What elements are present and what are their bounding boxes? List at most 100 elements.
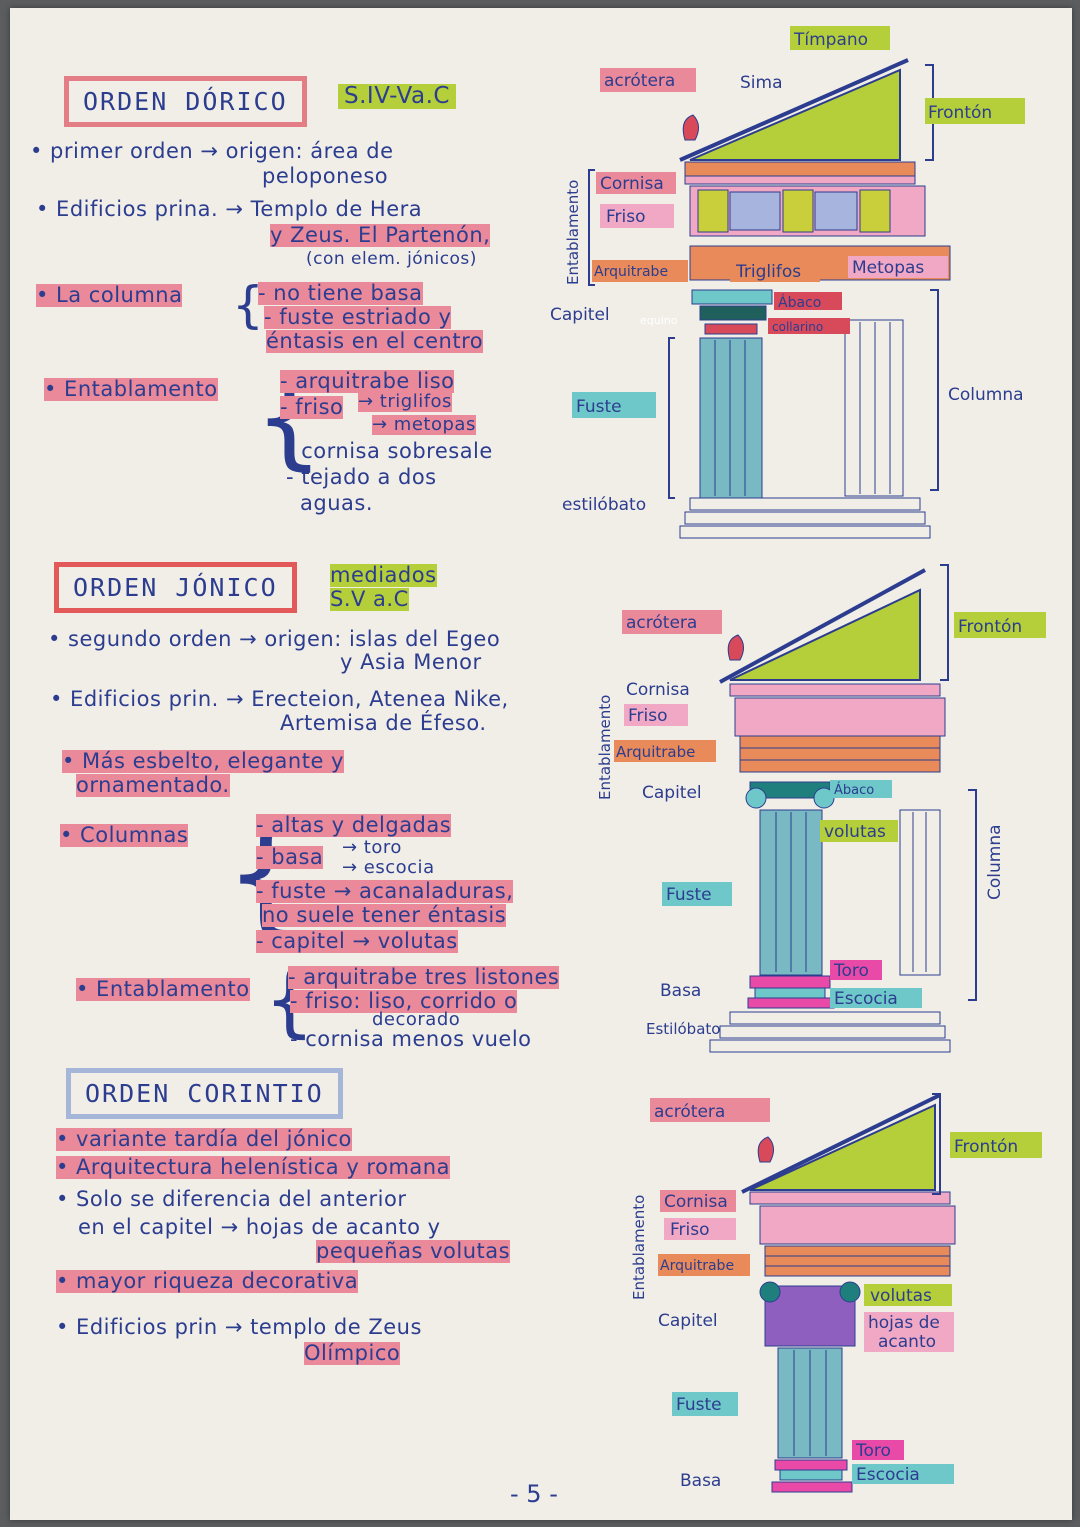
corinthian-line: • mayor riqueza decorativa bbox=[56, 1269, 359, 1294]
doric-ent-item: - tejado a dos bbox=[286, 465, 437, 489]
label-acrotera: acrótera bbox=[626, 613, 697, 633]
label-collarino: collarino bbox=[772, 320, 823, 334]
label-friso: Friso bbox=[670, 1220, 710, 1240]
corinthian-line: • Solo se diferencia del anterior bbox=[56, 1187, 407, 1211]
ionic-col-item: no suele tener éntasis bbox=[262, 903, 507, 928]
label-fronton: Frontón bbox=[954, 1137, 1018, 1157]
corinthian-title: ORDEN CORINTIO bbox=[66, 1068, 343, 1119]
label-fronton: Frontón bbox=[958, 617, 1022, 637]
ionic-date: mediados bbox=[330, 563, 437, 588]
corinthian-line: • Edificios prin → templo de Zeus bbox=[56, 1315, 422, 1339]
label-acrotera: acrótera bbox=[604, 71, 675, 91]
ionic-date: S.V a.C bbox=[330, 587, 409, 612]
corinthian-line: • variante tardía del jónico bbox=[56, 1127, 352, 1152]
ionic-ent-item: - cornisa menos vuelo bbox=[290, 1027, 532, 1051]
label-columna: Columna bbox=[985, 824, 1005, 900]
label-arquitrabe: Arquitrabe bbox=[616, 743, 695, 761]
page-number: - 5 - bbox=[510, 1480, 558, 1508]
doric-line: (con elem. jónicos) bbox=[306, 249, 477, 269]
label-hojas: acanto bbox=[878, 1332, 936, 1352]
label-escocia: Escocia bbox=[834, 989, 898, 1009]
ionic-line: y Asia Menor bbox=[340, 650, 482, 674]
label-capitel: Capitel bbox=[642, 783, 702, 803]
label-cornisa: Cornisa bbox=[664, 1192, 728, 1212]
label-arquitrabe: Arquitrabe bbox=[660, 1258, 734, 1274]
doric-line: • primer orden → origen: área de bbox=[30, 139, 394, 163]
label-capitel: Capitel bbox=[550, 305, 610, 325]
label-acrotera: acrótera bbox=[654, 1102, 725, 1122]
ionic-col-item: - fuste → acanaladuras, bbox=[256, 879, 514, 904]
label-basa: Basa bbox=[680, 1471, 721, 1491]
ionic-col-item: - capitel → volutas bbox=[256, 929, 458, 954]
ionic-line: • segundo orden → origen: islas del Egeo bbox=[48, 627, 501, 651]
label-toro: Toro bbox=[833, 961, 869, 981]
doric-col-item: - no tiene basa bbox=[258, 281, 423, 306]
corinthian-line: pequeñas volutas bbox=[316, 1239, 511, 1264]
doric-line: y Zeus. El Partenón, bbox=[270, 223, 491, 248]
ionic-ent-item: - friso: liso, corrido o bbox=[290, 989, 518, 1014]
doric-diagram: Tímpano acrótera Sima Frontón Entablamen… bbox=[550, 26, 1025, 539]
ionic-line: Artemisa de Éfeso. bbox=[280, 711, 487, 735]
label-volutas: volutas bbox=[870, 1286, 932, 1306]
doric-col-item: - fuste estriado y bbox=[264, 305, 452, 330]
doric-ent-item: - friso bbox=[280, 395, 344, 420]
label-abaco: Ábaco bbox=[834, 782, 874, 798]
label-triglifos: Triglifos bbox=[735, 262, 801, 282]
label-volutas: volutas bbox=[824, 822, 886, 842]
label-cornisa: Cornisa bbox=[626, 680, 690, 700]
doric-ent-item: - arquitrabe liso bbox=[280, 369, 455, 394]
label-abaco: Ábaco bbox=[778, 294, 821, 311]
ionic-col-item: - basa bbox=[256, 845, 324, 870]
doric-title: ORDEN DÓRICO bbox=[64, 76, 307, 127]
label-entablamento: Entablamento bbox=[564, 180, 582, 285]
ionic-col-item: → toro bbox=[342, 837, 402, 858]
label-friso: Friso bbox=[606, 207, 646, 227]
corinthian-diagram: acrótera Frontón Entablamento Cornisa Fr… bbox=[630, 1093, 1042, 1493]
label-metopas: Metopas bbox=[852, 258, 924, 278]
ionic-col-item: → escocia bbox=[342, 857, 435, 878]
ionic-ent-item: - arquitrabe tres listones bbox=[288, 965, 560, 990]
label-sima: Sima bbox=[740, 73, 783, 93]
label-capitel: Capitel bbox=[658, 1311, 718, 1331]
ionic-ent-item: decorado bbox=[372, 1009, 461, 1030]
ionic-col-label: • Columnas bbox=[60, 823, 189, 848]
label-entablamento: Entablamento bbox=[596, 695, 614, 800]
doric-line: • Edificios prina. → Templo de Hera bbox=[36, 197, 423, 221]
ionic-col-item: - altas y delgadas bbox=[256, 813, 452, 838]
label-estilobato: estilóbato bbox=[562, 495, 646, 515]
label-hojas: hojas de bbox=[868, 1313, 940, 1333]
doric-ent-item: aguas. bbox=[300, 491, 373, 515]
doric-columna-label: • La columna bbox=[36, 283, 183, 308]
ionic-title: ORDEN JÓNICO bbox=[54, 562, 297, 613]
doric-ent-item: - cornisa sobresale bbox=[286, 439, 493, 463]
doric-ent-label: • Entablamento bbox=[44, 377, 218, 402]
doric-date: S.IV-Va.C bbox=[338, 83, 456, 110]
doric-ent-item: → metopas bbox=[372, 414, 476, 435]
label-toro: Toro bbox=[855, 1441, 891, 1461]
label-escocia: Escocia bbox=[856, 1465, 920, 1485]
ionic-diagram: acrótera Frontón Entablamento Cornisa Fr… bbox=[596, 564, 1046, 1053]
label-fronton: Frontón bbox=[928, 103, 992, 123]
label-basa: Basa bbox=[660, 981, 701, 1001]
label-fuste: Fuste bbox=[576, 397, 622, 417]
ionic-line: ornamentado. bbox=[76, 773, 230, 798]
corinthian-line: • Arquitectura helenística y romana bbox=[56, 1155, 450, 1180]
label-timpano: Tímpano bbox=[793, 30, 868, 50]
label-equino: equino bbox=[640, 314, 678, 327]
ionic-line: • Edificios prin. → Erecteion, Atenea Ni… bbox=[50, 687, 509, 711]
label-friso: Friso bbox=[628, 706, 668, 726]
doric-col-item: éntasis en el centro bbox=[266, 329, 484, 354]
doric-ent-item: → triglifos bbox=[358, 391, 452, 412]
label-cornisa: Cornisa bbox=[600, 174, 664, 194]
label-fuste: Fuste bbox=[676, 1395, 722, 1415]
label-estilobato: Estilóbato bbox=[646, 1020, 720, 1038]
label-entablamento: Entablamento bbox=[630, 1195, 648, 1300]
ionic-ent-label: • Entablamento bbox=[76, 977, 250, 1002]
corinthian-line: en el capitel → hojas de acanto y bbox=[78, 1215, 441, 1239]
label-columna: Columna bbox=[948, 385, 1024, 405]
label-arquitrabe: Arquitrabe bbox=[594, 264, 668, 280]
corinthian-line: Olímpico bbox=[304, 1341, 401, 1366]
label-fuste: Fuste bbox=[666, 885, 712, 905]
ionic-line: • Más esbelto, elegante y bbox=[62, 749, 344, 774]
doric-line: peloponeso bbox=[262, 164, 389, 188]
